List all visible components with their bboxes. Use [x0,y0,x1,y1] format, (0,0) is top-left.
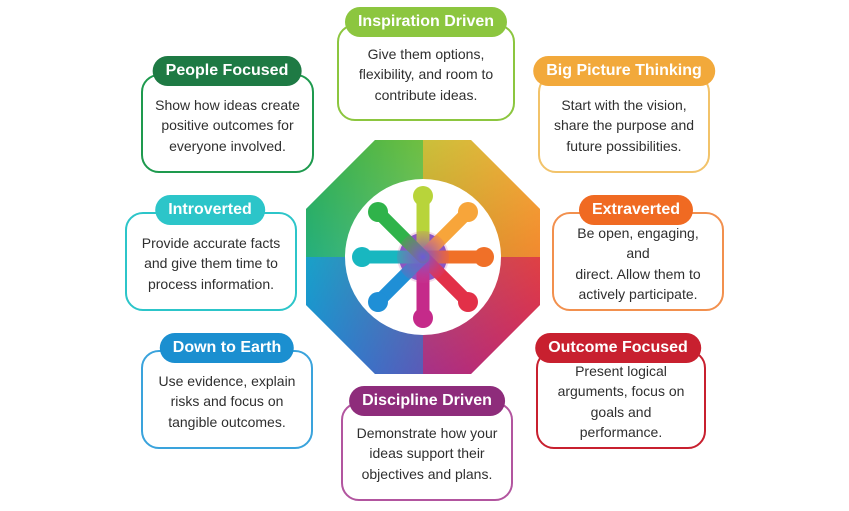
card-box: Use evidence, explain risks and focus on… [141,350,313,449]
card-description: Start with the vision, share the purpose… [554,95,694,157]
description-line: ideas support their [369,445,485,462]
card-description: Demonstrate how your ideas support their… [357,423,498,485]
card-introverted: Provide accurate facts and give them tim… [125,195,297,311]
card-box: Show how ideas create positive outcomes … [141,74,314,173]
description-line: future possibilities. [566,137,682,154]
description-line: goals and performance. [579,403,663,441]
card-description: Present logical arguments, focus on goal… [548,361,694,443]
card-big-picture-thinking: Start with the vision, share the purpose… [533,56,715,173]
card-title-pill: Introverted [155,195,265,225]
card-title-pill: Outcome Focused [535,333,701,363]
description-line: risks and focus on [170,393,284,410]
card-box: Present logical arguments, focus on goal… [536,350,706,449]
description-line: Be open, engaging, and [577,224,699,262]
card-box: Provide accurate facts and give them tim… [125,212,297,311]
card-down-to-earth: Use evidence, explain risks and focus on… [141,333,313,449]
description-line: actively participate. [578,286,698,302]
description-line: tangible outcomes. [168,413,286,430]
center-octagon-logo [306,140,540,379]
description-line: Provide accurate facts [141,234,281,251]
description-line: Demonstrate how your [356,424,498,441]
card-description: Use evidence, explain risks and focus on… [159,371,296,433]
card-description: Give them options, flexibility, and room… [359,44,493,106]
card-people-focused: Show how ideas create positive outcomes … [141,56,314,173]
card-title-pill: Big Picture Thinking [533,56,715,86]
description-line: objectives and plans. [361,465,493,482]
card-description: Be open, engaging, and direct. Allow the… [564,223,712,305]
card-title-pill: Inspiration Driven [344,7,508,37]
card-outcome-focused: Present logical arguments, focus on goal… [535,333,706,449]
description-line: and give them time to [144,255,278,272]
description-line: arguments, focus on [557,383,685,399]
card-description: Provide accurate facts and give them tim… [142,233,281,295]
card-title-pill: Discipline Driven [349,386,505,416]
gradient-octagon-splash-icon [306,140,540,374]
description-line: process information. [147,275,275,292]
card-box: Start with the vision, share the purpose… [538,74,710,173]
description-line: flexibility, and room to [358,66,494,83]
card-description: Show how ideas create positive outcomes … [155,95,300,157]
description-line: positive outcomes for [161,117,294,134]
card-box: Be open, engaging, and direct. Allow the… [552,212,724,311]
card-box: Give them options, flexibility, and room… [337,24,515,121]
card-title-pill: Extraverted [578,195,694,225]
description-line: Use evidence, explain [158,372,296,389]
description-line: Present logical [575,362,667,379]
card-title-pill: Down to Earth [159,333,295,363]
description-line: Show how ideas create [155,96,300,113]
description-line: Give them options, [367,45,485,62]
card-title-pill: People Focused [152,56,302,86]
description-line: Start with the vision, [561,96,687,113]
description-line: contribute ideas. [374,86,478,103]
card-discipline-driven: Demonstrate how your ideas support their… [341,386,513,501]
description-line: everyone involved. [169,137,286,154]
card-extraverted: Be open, engaging, and direct. Allow the… [552,195,724,311]
card-inspiration-driven: Give them options, flexibility, and room… [337,7,515,121]
description-line: share the purpose and [553,117,695,134]
card-box: Demonstrate how your ideas support their… [341,402,513,501]
description-line: direct. Allow them to [575,265,701,282]
